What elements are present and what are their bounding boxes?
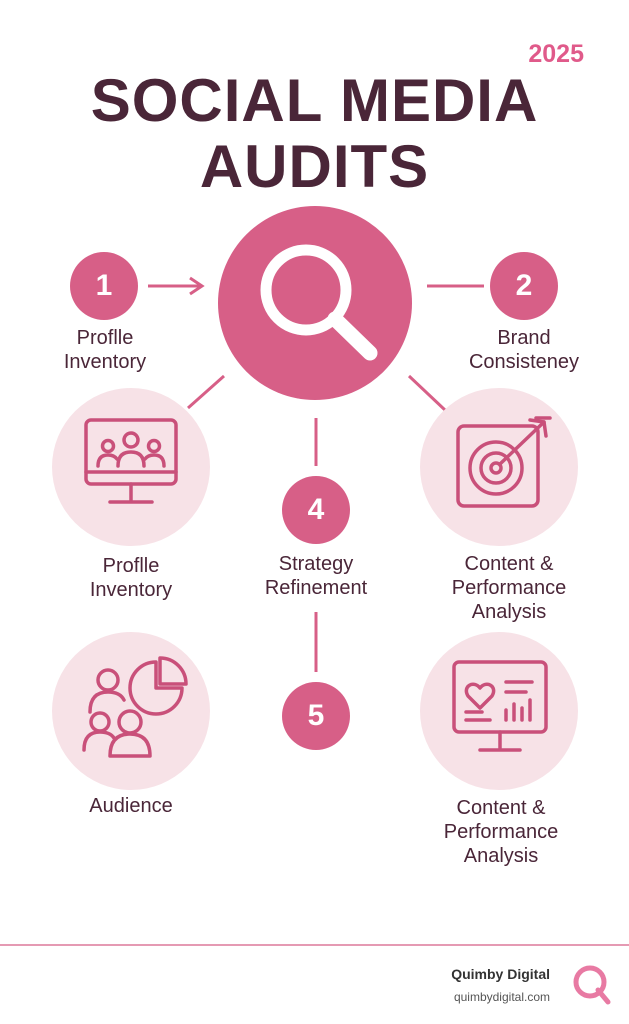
step-1-badge: 1 bbox=[70, 252, 138, 320]
step-1-label-line2: Inventory bbox=[63, 351, 147, 373]
card-content-performance-2-label: Content & Performance Analysis bbox=[410, 796, 592, 868]
step-5-badge: 5 bbox=[282, 682, 350, 750]
step-4-label: Strategy Refinement bbox=[236, 552, 396, 600]
card-2-label-line2: Performance bbox=[451, 577, 567, 599]
target-icon bbox=[456, 416, 552, 508]
step-4-label-line1: Strategy bbox=[278, 553, 354, 575]
audience-pie-icon bbox=[82, 656, 188, 758]
card-profile-inventory bbox=[52, 388, 210, 546]
card-audience bbox=[52, 632, 210, 790]
card-3-label-line1: Audience bbox=[89, 795, 173, 817]
card-4-label-line3: Analysis bbox=[463, 845, 539, 867]
footer-divider bbox=[0, 944, 629, 946]
step-2-label-line1: Brand bbox=[497, 327, 551, 349]
monitor-people-icon bbox=[84, 418, 178, 504]
year-badge: 2025 bbox=[528, 40, 584, 68]
card-content-performance-target bbox=[420, 388, 578, 546]
step-2-label: Brand Consisteney bbox=[448, 326, 600, 374]
step-1-label-line1: Proflle bbox=[76, 327, 134, 349]
card-content-performance-analytics bbox=[420, 632, 578, 790]
step-1-label: Proflle Inventory bbox=[30, 326, 180, 374]
step-2-label-line2: Consisteney bbox=[468, 351, 580, 373]
card-profile-inventory-label: Proflle Inventory bbox=[52, 554, 210, 602]
magnifier-icon bbox=[260, 244, 378, 361]
card-1-label-line2: Inventory bbox=[89, 579, 173, 601]
page-title-line1: SOCIAL MEDIA bbox=[90, 67, 539, 134]
step-4-badge: 4 bbox=[282, 476, 350, 544]
footer-brand: Quimby Digital bbox=[451, 966, 550, 982]
card-content-performance-1-label: Content & Performance Analysis bbox=[420, 552, 598, 624]
card-2-label-line1: Content & bbox=[464, 553, 554, 575]
step-4-label-line2: Refinement bbox=[264, 577, 368, 599]
center-search-circle bbox=[218, 206, 412, 400]
card-4-label-line1: Content & bbox=[456, 797, 546, 819]
q-logo-icon bbox=[570, 962, 614, 1006]
card-2-label-line3: Analysis bbox=[471, 601, 547, 623]
line-to-card-left bbox=[187, 374, 225, 410]
card-audience-label: Audience bbox=[52, 794, 210, 818]
analytics-monitor-icon bbox=[452, 660, 548, 752]
page-title-line2: AUDITS bbox=[199, 133, 430, 200]
line-to-card-right bbox=[407, 374, 447, 412]
step-2-badge: 2 bbox=[490, 252, 558, 320]
footer-website[interactable]: quimbydigital.com bbox=[453, 990, 550, 1004]
card-4-label-line2: Performance bbox=[443, 821, 559, 843]
arrow-head-1 bbox=[189, 276, 205, 296]
card-1-label-line1: Proflle bbox=[102, 555, 160, 577]
